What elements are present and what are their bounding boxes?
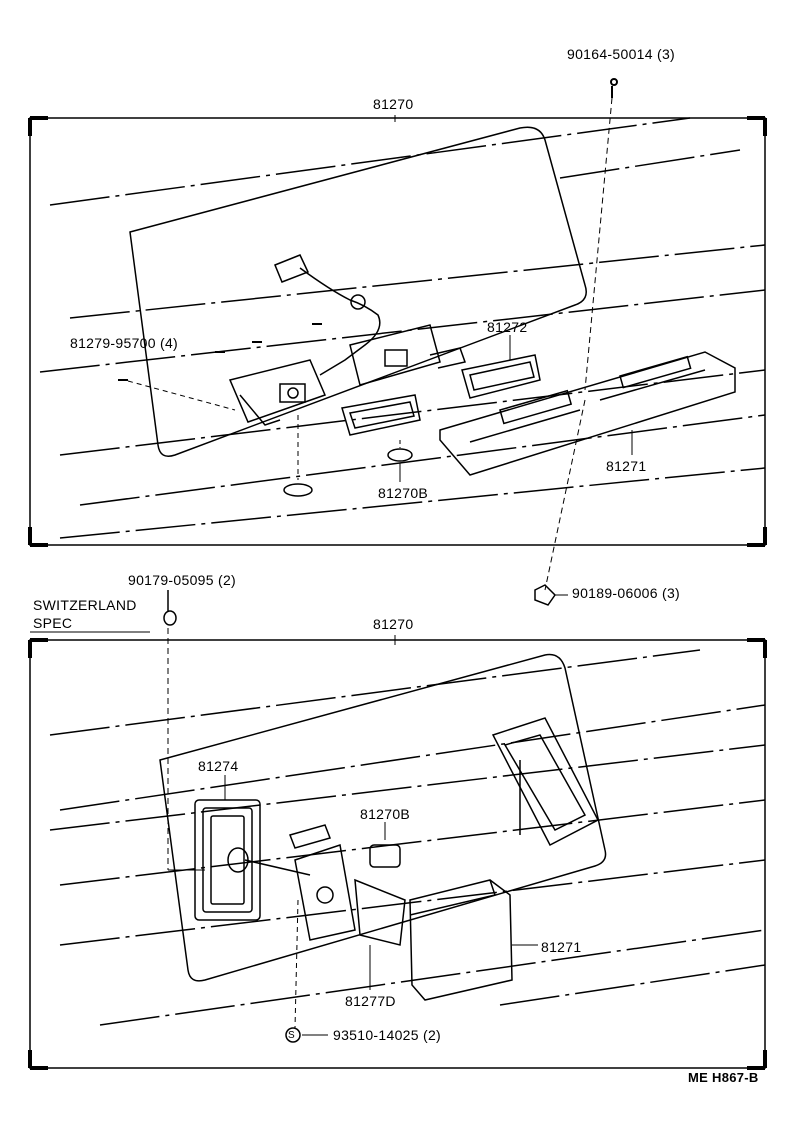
label-screw-93510: 93510-14025 (2): [333, 1027, 442, 1043]
screws-top: [118, 78, 618, 381]
bottom-lamp-parts: [194, 717, 600, 1001]
label-lens-top: 81271: [606, 458, 647, 474]
bottom-panel: [159, 653, 607, 982]
label-gasket-top: 81272: [487, 319, 528, 335]
top-body-lines: [39, 117, 766, 539]
label-assembly-top: 81270: [373, 96, 414, 112]
leader-lines-top: [127, 97, 633, 591]
label-spec-line1: SWITZERLAND: [33, 597, 137, 613]
bottom-body-lines: [49, 649, 766, 1026]
leader-lines-bottom: [168, 635, 538, 1036]
label-gasket-bottom: 81274: [198, 758, 239, 774]
label-bracket: 81277D: [345, 993, 396, 1009]
label-lens-bottom: 81271: [541, 939, 582, 955]
screw-s-symbol: [285, 1027, 301, 1043]
top-lamp-parts: [228, 254, 736, 497]
label-clip-90179: 90179-05095 (2): [128, 572, 237, 588]
screw-s-symbol-text: S: [288, 1030, 295, 1041]
label-bulb-bottom: 81270B: [360, 806, 411, 822]
drawing-code: ME H867-B: [688, 1070, 759, 1085]
bottom-frame: [28, 638, 767, 1070]
label-screw-81279: 81279-95700 (4): [70, 335, 179, 351]
middle-parts: [30, 584, 568, 870]
label-nut-90189: 90189-06006 (3): [572, 585, 681, 601]
label-screw-90164: 90164-50014 (3): [567, 46, 676, 62]
label-spec-line2: SPEC: [33, 615, 73, 631]
label-assembly-bottom: 81270: [373, 616, 414, 632]
top-frame: [28, 116, 767, 547]
label-bulb-top: 81270B: [378, 485, 429, 501]
top-panel: [129, 126, 587, 457]
